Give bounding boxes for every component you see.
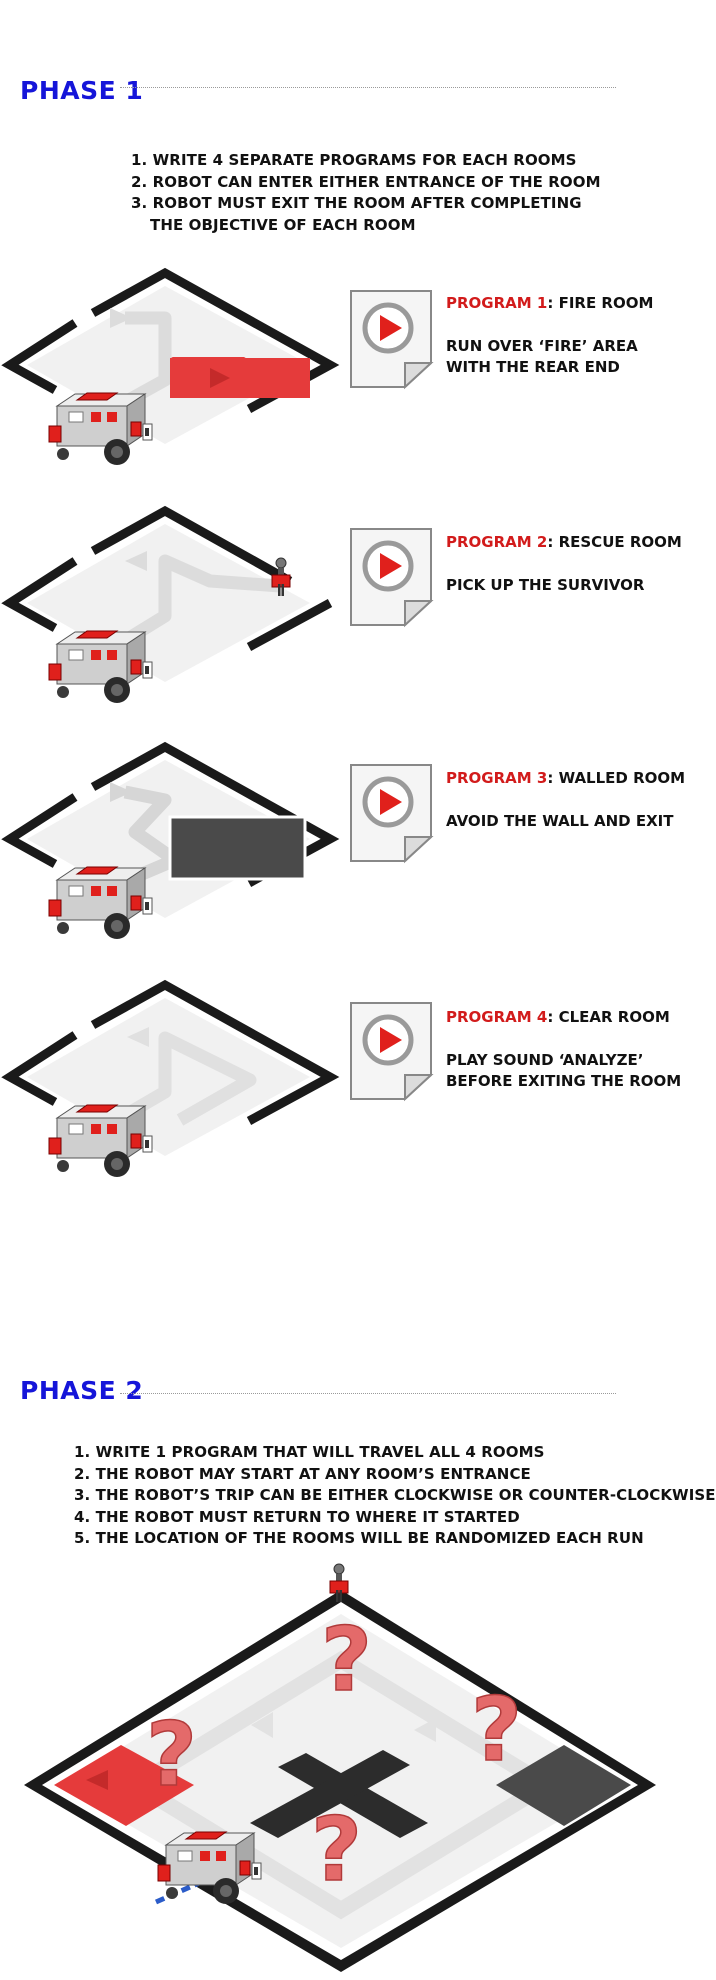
phase-2-title: PHASE 2 [20, 1376, 144, 1405]
program-2-card[interactable] [349, 527, 434, 628]
phase-1-rule-3: 3. ROBOT MUST EXIT THE ROOM AFTER COMPLE… [131, 194, 582, 212]
play-icon [380, 553, 402, 579]
program-3-text: PROGRAM 3: WALLED ROOM AVOID THE WALL AN… [446, 768, 686, 832]
phase-2-rule-4: 4. THE ROBOT MUST RETURN TO WHERE IT STA… [74, 1507, 520, 1526]
clear-room-illustration [1, 979, 340, 1178]
program-1-title: PROGRAM 1: FIRE ROOM [446, 293, 686, 315]
phase-1-title: PHASE 1 [20, 76, 144, 105]
phase-1-rule-2: 2. ROBOT CAN ENTER EITHER ENTRANCE OF TH… [131, 172, 601, 191]
unknown-room-mark-bottom: ? [311, 1798, 362, 1901]
full-course-illustration: ? ? ? ? [24, 1563, 656, 1972]
phase-2-rules: 1. WRITE 1 PROGRAM THAT WILL TRAVEL ALL … [74, 1442, 716, 1550]
program-1-text: PROGRAM 1: FIRE ROOM RUN OVER ‘FIRE’ ARE… [446, 293, 686, 379]
program-3-name: PROGRAM 3 [446, 769, 548, 787]
program-4-room: : CLEAR ROOM [547, 1008, 670, 1026]
program-4-text: PROGRAM 4: CLEAR ROOM PLAY SOUND ‘ANALYZ… [446, 1007, 686, 1093]
unknown-room-mark-right: ? [471, 1678, 522, 1781]
fire-room-illustration [1, 267, 340, 466]
program-3-title: PROGRAM 3: WALLED ROOM [446, 768, 686, 790]
program-3-description: AVOID THE WALL AND EXIT [446, 811, 674, 830]
walled-room-illustration [1, 741, 340, 940]
program-2-text: PROGRAM 2: RESCUE ROOM PICK UP THE SURVI… [446, 532, 686, 596]
play-icon [380, 315, 402, 341]
phase-2-rule-3: 3. THE ROBOT’S TRIP CAN BE EITHER CLOCKW… [74, 1486, 716, 1504]
phase-1-header: PHASE 1 [20, 76, 143, 105]
program-1-card[interactable] [349, 289, 434, 390]
phase-2-divider [120, 1393, 616, 1394]
phase-2-rule-2: 2. THE ROBOT MAY START AT ANY ROOM’S ENT… [74, 1464, 531, 1483]
program-4-description: PLAY SOUND ‘ANALYZE’ BEFORE EXITING THE … [446, 1050, 682, 1091]
phase-2-header: PHASE 2 [20, 1376, 143, 1405]
program-4-title: PROGRAM 4: CLEAR ROOM [446, 1007, 686, 1029]
unknown-room-mark-left: ? [146, 1703, 197, 1806]
play-icon [380, 1027, 402, 1053]
program-3-card[interactable] [349, 763, 434, 864]
phase-1-rules: 1. WRITE 4 SEPARATE PROGRAMS FOR EACH RO… [131, 150, 601, 236]
phase-2-rule-1: 1. WRITE 1 PROGRAM THAT WILL TRAVEL ALL … [74, 1443, 545, 1461]
rescue-room-illustration [1, 505, 333, 704]
program-1-name: PROGRAM 1 [446, 294, 548, 312]
phase-2-rule-5: 5. THE LOCATION OF THE ROOMS WILL BE RAN… [74, 1529, 644, 1547]
program-2-description: PICK UP THE SURVIVOR [446, 575, 645, 594]
program-4-card[interactable] [349, 1001, 434, 1102]
phase-1-divider [120, 87, 616, 88]
program-2-title: PROGRAM 2: RESCUE ROOM [446, 532, 686, 554]
program-4-name: PROGRAM 4 [446, 1008, 548, 1026]
program-3-room: : WALLED ROOM [547, 769, 686, 787]
program-1-room: : FIRE ROOM [547, 294, 654, 312]
phase-1-rule-1: 1. WRITE 4 SEPARATE PROGRAMS FOR EACH RO… [131, 151, 577, 169]
unknown-room-mark-top: ? [321, 1608, 372, 1711]
program-2-room: : RESCUE ROOM [547, 533, 682, 551]
program-1-description: RUN OVER ‘FIRE’ AREA WITH THE REAR END [446, 336, 638, 377]
phase-1-rule-3-continued: THE OBJECTIVE OF EACH ROOM [150, 215, 416, 234]
play-icon [380, 789, 402, 815]
program-2-name: PROGRAM 2 [446, 533, 548, 551]
